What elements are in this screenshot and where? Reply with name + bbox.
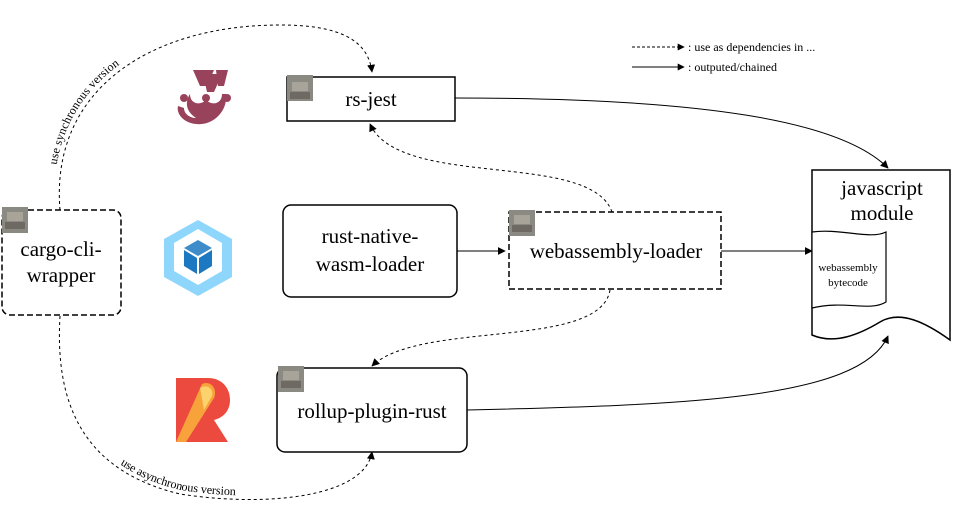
edge-cargo-to-rs-jest <box>58 24 376 211</box>
node-rollup-plugin-rust: rollup-plugin-rust <box>276 366 468 453</box>
legend-solid-text: : outputed/chained <box>688 60 777 74</box>
sync-edge-label: use synchronous version <box>46 56 122 166</box>
cargo-cli-wrapper-label-line2: wrapper <box>27 263 96 287</box>
rollup-plugin-rust-label: rollup-plugin-rust <box>297 399 446 423</box>
edges <box>58 24 889 501</box>
legend: : use as dependencies in ... : outputed/… <box>632 40 815 74</box>
node-rust-native-wasm-loader: rust-native- wasm-loader <box>282 204 458 298</box>
cargo-cli-wrapper-label-line1: cargo-cli- <box>20 237 101 261</box>
rust-native-wasm-loader-label-line2: wasm-loader <box>316 252 424 276</box>
javascript-module-label-line2: module <box>851 201 914 225</box>
webpack-logo <box>164 220 232 296</box>
rs-jest-label: rs-jest <box>345 87 396 111</box>
webassembly-bytecode-label-line1: webassembly <box>818 262 878 274</box>
rust-native-wasm-loader-label-line1: rust-native- <box>322 224 419 248</box>
legend-dashed-text: : use as dependencies in ... <box>688 40 815 54</box>
jest-logo <box>177 70 231 125</box>
edge-rollup-to-js-module <box>466 335 889 411</box>
node-cargo-cli-wrapper: cargo-cli- wrapper <box>1 207 122 316</box>
webassembly-bytecode-label-line2: bytecode <box>828 277 868 289</box>
webassembly-loader-label: webassembly-loader <box>530 239 703 263</box>
edge-cargo-to-rollup <box>58 315 375 501</box>
edge-webassembly-loader-to-rs-jest <box>369 123 613 213</box>
node-webassembly-loader: webassembly-loader <box>508 210 722 290</box>
rollup-logo <box>176 378 230 442</box>
async-edge-label: use asynchronous version <box>118 455 236 498</box>
node-javascript-module: javascript module webassembly bytecode <box>811 169 951 342</box>
edge-webassembly-loader-to-rollup <box>371 289 611 367</box>
javascript-module-label-line1: javascript <box>840 176 923 200</box>
node-rs-jest: rs-jest <box>286 75 456 122</box>
edge-rs-jest-to-js-module <box>454 97 889 169</box>
